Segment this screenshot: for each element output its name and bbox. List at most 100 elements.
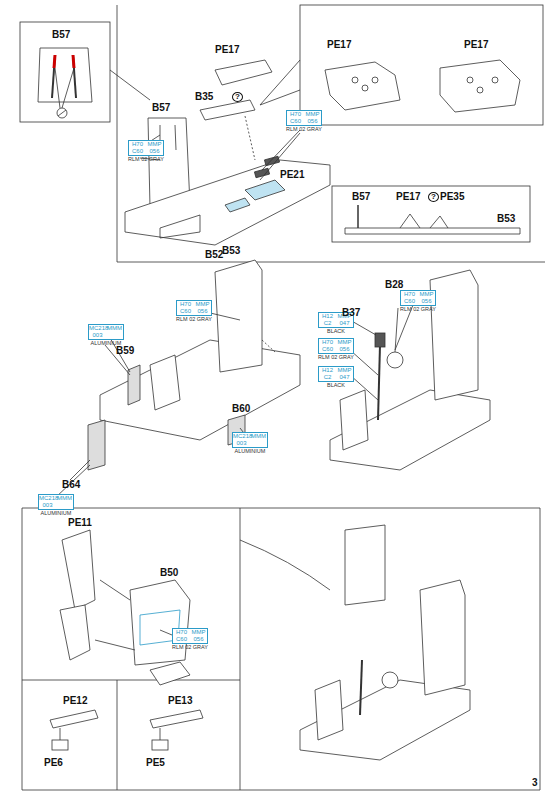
pedal-photoetch <box>325 62 400 110</box>
panel-frame <box>22 508 240 790</box>
paint-code: MMP <box>194 301 211 308</box>
paint-code: 056 <box>418 298 435 305</box>
part-number: PE17 <box>215 45 239 55</box>
rudder-pedals <box>215 60 272 85</box>
paint-code: 056 <box>304 118 321 125</box>
cockpit-floor <box>330 390 490 470</box>
control-stick <box>378 345 380 420</box>
paint-code: C60 <box>177 308 194 315</box>
part-number: PE17 <box>396 192 420 202</box>
color-name: RLM 02 GRAY <box>128 156 164 162</box>
paint-code: 003 <box>39 502 56 509</box>
seat-back <box>430 270 478 400</box>
panel-frame <box>117 680 118 790</box>
part-number: PE17 <box>464 40 488 50</box>
color-name: ALUMINIUM <box>232 448 268 454</box>
paint-callout: H70MMPC60056RLM 02 GRAY <box>400 290 436 312</box>
inset-frame <box>20 22 110 122</box>
paint-code: MMP <box>418 291 435 298</box>
seat-back <box>420 580 465 695</box>
part-number: B57 <box>352 192 370 202</box>
paint-code: MMP <box>336 367 353 374</box>
paint-code-box: MC218MMM003 <box>38 494 74 510</box>
paint-code-box: H70MMPC60056 <box>400 290 436 306</box>
part-number: PE6 <box>44 758 63 768</box>
paint-code: H70 <box>177 301 194 308</box>
cockpit-floor <box>125 160 330 245</box>
paint-callout: H70MMPC60056RLM 02 GRAY <box>172 628 208 650</box>
paint-callout: H70MMPC60056RLM 02 GRAY <box>286 110 322 132</box>
panel-frame <box>22 680 240 681</box>
part-number: PE35 <box>440 192 464 202</box>
paint-code: MMM <box>106 325 123 332</box>
part-number: B59 <box>116 346 134 356</box>
part-number: B57 <box>52 30 70 40</box>
paint-code: 056 <box>146 148 163 155</box>
paint-callout: H12MMPC2047BLACK <box>318 366 354 388</box>
paint-code: 003 <box>233 440 250 447</box>
paint-code: MC218 <box>233 433 250 440</box>
paint-code: H70 <box>173 629 190 636</box>
page-number: 3 <box>532 778 538 788</box>
paint-code-box: H12MMPC2047 <box>318 366 354 382</box>
part-number: PE17 <box>327 40 351 50</box>
paint-code-box: MC218MMM003 <box>88 324 124 340</box>
paint-code: 047 <box>336 320 353 327</box>
paint-code: MC218 <box>39 495 56 502</box>
paint-code-box: H70MMPC60056 <box>172 628 208 644</box>
color-name: BLACK <box>318 328 354 334</box>
paint-code: C2 <box>319 320 336 327</box>
part-number: PE5 <box>146 758 165 768</box>
paint-code: MMP <box>336 339 353 346</box>
color-name: ALUMINIUM <box>38 510 74 516</box>
inset-pointer <box>110 70 150 100</box>
seat-pan <box>130 580 190 665</box>
color-name: BLACK <box>318 382 354 388</box>
pointer-line <box>240 540 330 590</box>
paint-code: C60 <box>173 636 190 643</box>
paint-code: C60 <box>319 346 336 353</box>
panel-frame <box>240 508 540 790</box>
paint-code: 056 <box>194 308 211 315</box>
paint-code-box: MC218MMM003 <box>232 432 268 448</box>
paint-code-box: H70MMPC60056 <box>176 300 212 316</box>
paint-code: C60 <box>401 298 418 305</box>
optional-mark: ? <box>232 92 243 102</box>
paint-code: MC218 <box>89 325 106 332</box>
seat-belt <box>62 530 95 610</box>
paint-callout: H70MMPC60056RLM 02 GRAY <box>318 338 354 360</box>
paint-code: 056 <box>336 346 353 353</box>
optional-mark: ? <box>428 192 439 202</box>
paint-callout: H70MMPC60056RLM 02 GRAY <box>128 140 164 162</box>
armor-plate <box>38 48 92 102</box>
paint-code: H12 <box>319 313 336 320</box>
paint-code: 003 <box>89 332 106 339</box>
part-number: B57 <box>152 103 170 113</box>
part-number: PE11 <box>68 518 92 528</box>
paint-code: MMM <box>250 433 267 440</box>
part-number: PE13 <box>168 696 192 706</box>
paint-code: C60 <box>129 148 146 155</box>
paint-code: 047 <box>336 374 353 381</box>
part-number: B52 <box>205 250 223 260</box>
part-number: B53 <box>497 214 515 224</box>
part-number: B60 <box>232 404 250 414</box>
panel-frame <box>22 508 240 790</box>
trim-wheel <box>387 352 403 368</box>
paint-code: MMM <box>56 495 73 502</box>
cockpit-floor <box>300 680 470 760</box>
paint-code-box: H70MMPC60056 <box>318 338 354 354</box>
paint-callout: MC218MMM003ALUMINIUM <box>232 432 268 454</box>
part-number: B50 <box>160 568 178 578</box>
paint-code: MMP <box>304 111 321 118</box>
paint-code-box: H70MMPC60056 <box>128 140 164 156</box>
pedal-photoetch <box>440 60 520 112</box>
paint-code: H70 <box>287 111 304 118</box>
inset-frame <box>300 5 543 125</box>
panel-frame <box>117 5 545 262</box>
paint-code: C60 <box>287 118 304 125</box>
part-number: B35 <box>195 92 213 102</box>
color-name: RLM 02 GRAY <box>176 316 212 322</box>
cockpit-floor <box>100 340 300 440</box>
